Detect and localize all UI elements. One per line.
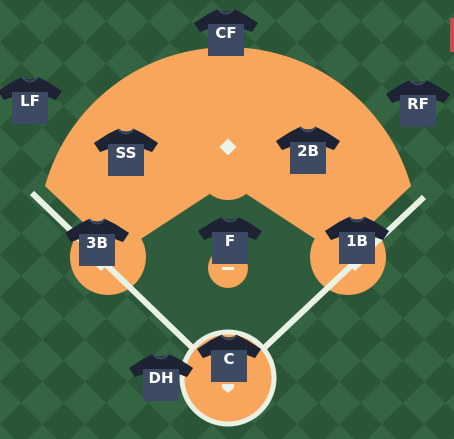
jersey-lf[interactable]: LF — [0, 76, 63, 125]
jersey-f[interactable]: F — [197, 216, 263, 265]
jersey-cf[interactable]: CF — [193, 8, 259, 57]
jersey-1b[interactable]: 1B — [324, 216, 390, 265]
second-base — [219, 138, 237, 156]
jersey-dh[interactable]: DH — [128, 353, 194, 402]
jersey-rf[interactable]: RF — [385, 79, 451, 128]
jersey-2b[interactable]: 2B — [275, 126, 341, 175]
jersey-ss[interactable]: SS — [93, 128, 159, 177]
edge-marker — [450, 18, 454, 52]
position-label: DH — [148, 369, 173, 387]
position-label: RF — [407, 95, 429, 113]
position-label: F — [225, 232, 235, 250]
second-base-cutout — [198, 170, 258, 200]
pitcher-rubber — [222, 267, 234, 270]
position-label: LF — [20, 92, 40, 110]
jersey-c[interactable]: C — [196, 334, 262, 383]
position-label: CF — [215, 24, 236, 42]
position-label: 3B — [86, 234, 108, 252]
position-label: 1B — [346, 232, 368, 250]
position-label: C — [223, 350, 234, 368]
position-label: SS — [116, 144, 137, 162]
home-plate — [222, 384, 234, 393]
player-positions: CF LF RF SS 2B 3B F 1B C DH — [0, 8, 451, 402]
jersey-3b[interactable]: 3B — [64, 218, 130, 267]
position-label: 2B — [297, 142, 319, 160]
